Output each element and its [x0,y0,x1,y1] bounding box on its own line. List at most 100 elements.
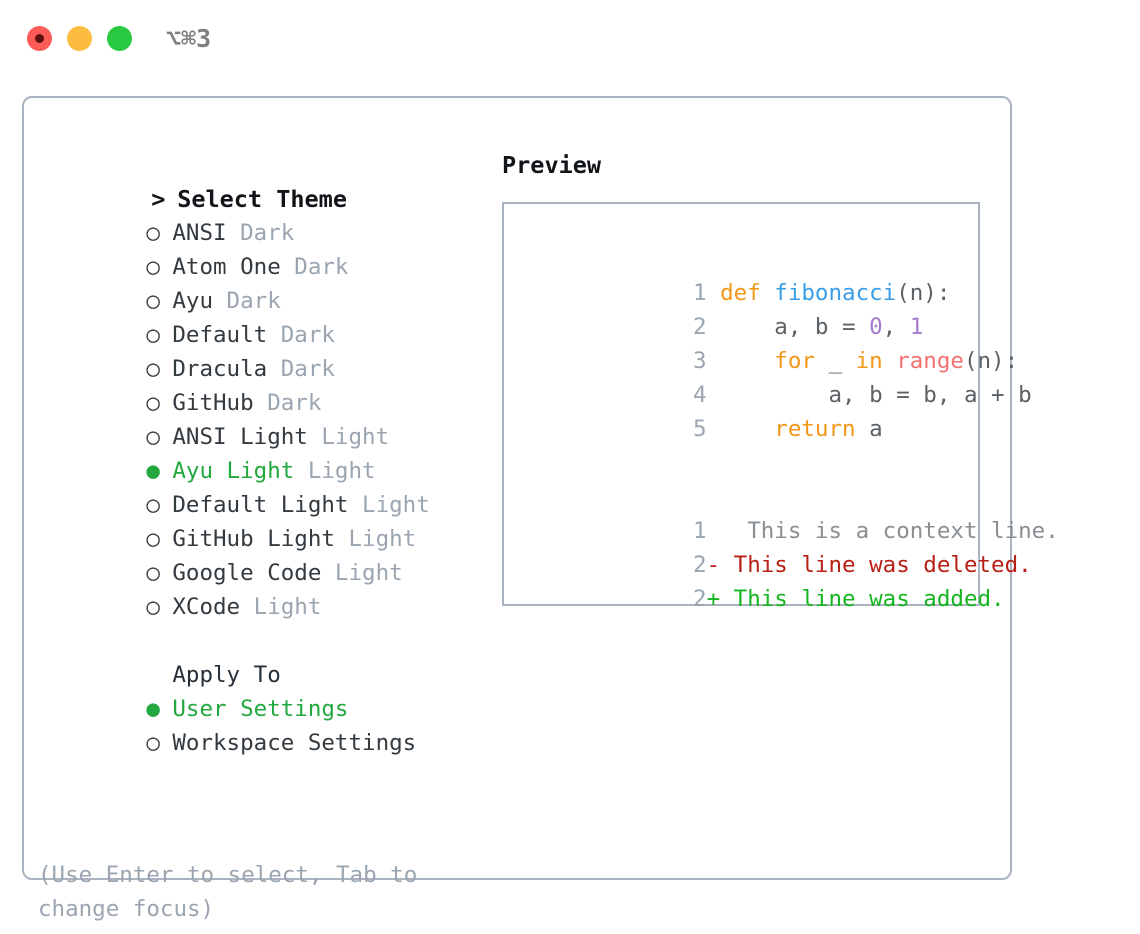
line-number: 5 [693,416,707,442]
header-marker-icon: > [151,185,180,213]
apply-to-workspace-settings[interactable]: ○ Workspace Settings [38,692,468,756]
line-number: 4 [693,382,707,408]
theme-item-xcode[interactable]: ○ XCode Light [38,556,468,620]
theme-item-atom-one-dark[interactable]: ○ Atom One Dark [38,216,468,280]
theme-item-label: Default Light [172,492,349,518]
line-number: 2 [693,552,707,578]
diff-sign-plus: + [706,586,734,612]
code-token-number: 0 [869,314,883,340]
code-token-number: 1 [909,314,924,340]
close-button[interactable] [27,26,52,51]
diff-sign-minus: - [706,552,734,578]
code-token: (n): [896,280,951,306]
theme-item-google-code[interactable]: ○ Google Code Light [38,522,468,586]
theme-item-label: Google Code [172,560,322,586]
theme-item-tag: Dark [253,390,322,416]
radio-unselected-icon: ○ [146,288,174,314]
theme-item-tag: Light [294,458,376,484]
code-token-function: fibonacci [774,280,897,306]
theme-item-ayu-dark[interactable]: ○ Ayu Dark [38,250,468,314]
apply-to-header: Apply To [38,624,468,688]
theme-item-label: Ayu [172,288,214,314]
diff-text: This line was added. [733,586,1005,612]
radio-unselected-icon: ○ [146,594,174,620]
theme-item-ansi-dark[interactable]: ○ ANSI Dark [38,182,468,246]
code-token-keyword: def [720,280,761,306]
theme-item-tag: Light [321,560,403,586]
theme-item-tag: Dark [213,288,281,314]
theme-item-ayu-light[interactable]: ● Ayu Light Light [38,420,468,484]
line-number: 1 [693,518,707,544]
theme-item-default-dark[interactable]: ○ Default Dark [38,284,468,348]
theme-item-github-light[interactable]: ○ GitHub Light Light [38,488,468,552]
apply-to-option-label: Workspace Settings [172,730,417,756]
code-token [707,348,775,374]
theme-item-tag: Dark [280,254,349,280]
diff-line-added: 2+ This line was added. [518,548,1005,612]
theme-item-tag: Light [240,594,322,620]
code-token: a, b = [706,314,870,340]
radio-unselected-icon: ○ [146,560,174,586]
window-titlebar: ⌥⌘3 [0,0,1140,80]
preview-column: Preview 1 def fibonacci(n): 2 a, b = 0, … [502,148,1059,612]
select-theme-header: > Select Theme [38,148,468,213]
theme-item-label: ANSI [172,220,227,246]
keyboard-shortcut-label: ⌥⌘3 [166,24,212,53]
radio-unselected-icon: ○ [146,730,174,756]
theme-item-default-light[interactable]: ○ Default Light Light [38,454,468,518]
radio-unselected-icon: ○ [146,356,174,382]
theme-item-label: Default [172,322,268,348]
theme-item-ansi-light[interactable]: ○ ANSI Light Light [38,386,468,450]
apply-to-marker-spacer [146,658,172,692]
theme-item-label: GitHub Light [172,526,335,552]
radio-selected-icon: ● [146,696,174,722]
diff-text: This line was deleted. [733,552,1032,578]
diff-line-context: 1 This is a context line. [518,480,1059,544]
line-number: 2 [693,586,707,612]
code-token: a, b = b, a + b [706,382,1032,408]
code-token-keyword: for [774,348,815,374]
apply-to-user-settings[interactable]: ● User Settings [38,658,468,722]
code-token: a [855,416,883,442]
code-token: _ [814,348,856,374]
code-line: 2 a, b = 0, 1 [518,276,972,340]
select-theme-header-label: Select Theme [177,185,347,213]
theme-item-label: ANSI Light [172,424,308,450]
theme-item-tag: Dark [267,356,335,382]
code-line: 1 def fibonacci(n): [518,242,972,306]
theme-item-label: Ayu Light [172,458,295,484]
maximize-button[interactable] [107,26,132,51]
theme-item-tag: Dark [226,220,295,246]
code-line: 4 a, b = b, a + b [518,344,1032,408]
radio-unselected-icon: ○ [146,220,174,246]
record-indicator-icon [35,34,44,43]
theme-item-dracula-dark[interactable]: ○ Dracula Dark [38,318,468,382]
radio-unselected-icon: ○ [146,526,174,552]
theme-item-tag: Light [334,526,417,552]
theme-item-tag: Dark [267,322,335,348]
code-token: (n): [963,348,1019,374]
preview-title: Preview [502,151,602,179]
radio-unselected-icon: ○ [146,254,174,280]
theme-item-label: Dracula [172,356,268,382]
code-line: 5 return a [518,378,972,442]
radio-unselected-icon: ○ [146,492,174,518]
diff-text: This is a context line. [733,518,1059,544]
line-number: 1 [693,280,707,306]
theme-item-tag: Light [307,424,390,450]
minimize-button[interactable] [67,26,92,51]
theme-item-github-dark[interactable]: ○ GitHub Dark [38,352,468,416]
line-number: 2 [693,314,707,340]
code-preview-area: 1 def fibonacci(n): 2 a, b = 0, 1 3 for … [518,242,1059,612]
radio-unselected-icon: ○ [146,424,174,450]
code-token-keyword: return [774,416,856,442]
code-token-builtin: range [896,348,964,374]
theme-selector-dialog: > Select Theme ○ ANSI Dark ○ Atom One Da… [22,96,1059,922]
code-token [707,280,721,306]
theme-item-label: Atom One [172,254,281,280]
code-token [707,416,775,442]
diff-line-deleted: 2- This line was deleted. [518,514,1032,578]
code-line: 3 for _ in range(n): [518,310,1018,374]
code-token: , [882,314,910,340]
